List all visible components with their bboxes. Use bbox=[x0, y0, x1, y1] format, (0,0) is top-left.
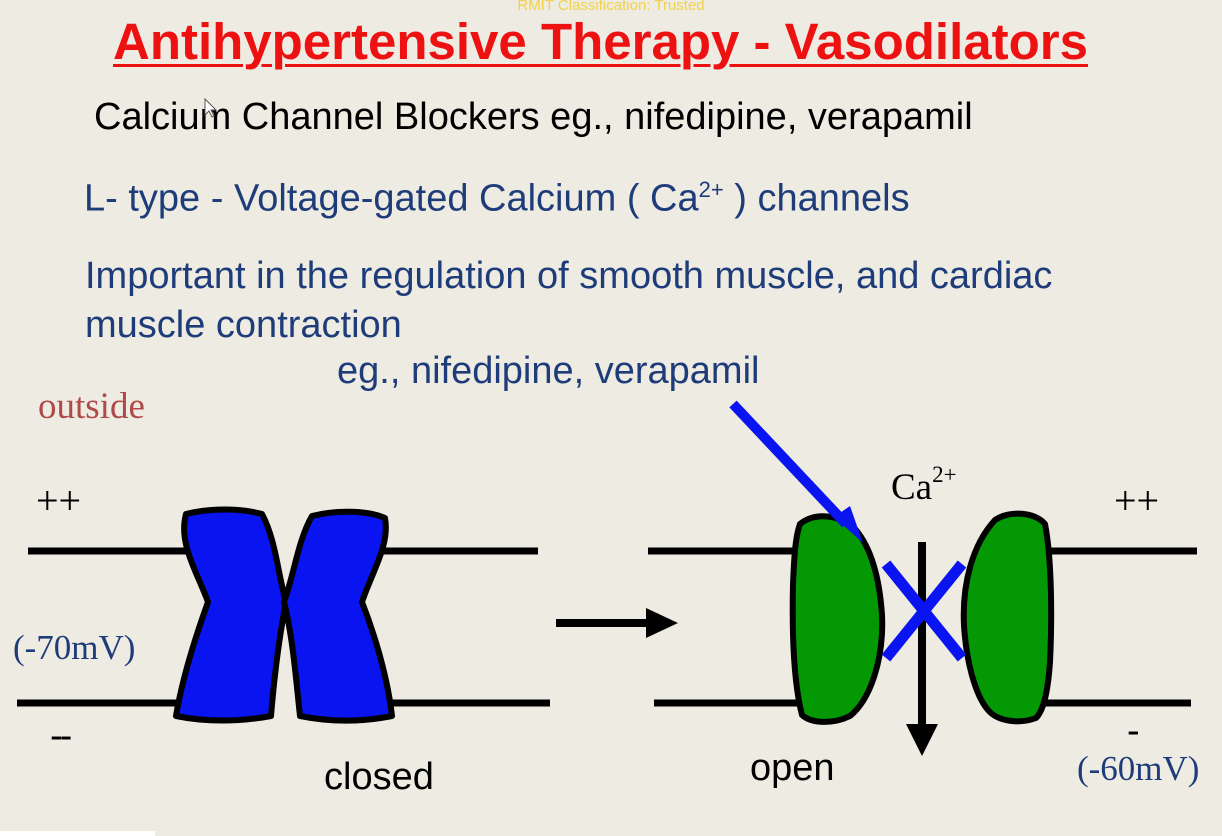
open-channel-left-subunit bbox=[789, 513, 886, 725]
negative-charge-left: -- bbox=[50, 715, 72, 757]
slide-title: Antihypertensive Therapy - Vasodilators bbox=[113, 13, 1088, 70]
bottom-edge-strip bbox=[0, 831, 155, 836]
calcium-ion-label: Ca2+ bbox=[891, 462, 957, 509]
drug-arrow-head bbox=[834, 506, 863, 543]
outside-label: outside bbox=[38, 386, 145, 427]
closed-channel-right-subunit bbox=[281, 508, 395, 724]
importance-text: Important in the regulation of smooth mu… bbox=[85, 252, 1052, 350]
drug-arrow-shaft bbox=[729, 400, 850, 528]
voltage-closed-label: (-70mV) bbox=[13, 628, 136, 667]
negative-charge-right: - bbox=[1127, 710, 1140, 752]
calcium-flow-arrow-head bbox=[906, 724, 938, 756]
classification-label: RMIT Classification: Trusted bbox=[517, 0, 705, 14]
importance-line-2: muscle contraction bbox=[85, 304, 402, 346]
open-channel-right-subunit bbox=[960, 510, 1055, 725]
l-type-prefix: L- type - Voltage-gated Calcium ( Ca bbox=[84, 177, 699, 220]
drug-examples-label: eg., nifedipine, verapamil bbox=[337, 350, 760, 392]
importance-line-1: Important in the regulation of smooth mu… bbox=[85, 255, 1053, 297]
voltage-open-label: (-60mV) bbox=[1077, 749, 1200, 788]
open-state-label: open bbox=[750, 747, 835, 789]
positive-charge-right: ++ bbox=[1114, 478, 1160, 523]
subtitle: Calcium Channel Blockers eg., nifedipine… bbox=[94, 96, 973, 138]
positive-charge-left: ++ bbox=[36, 478, 82, 523]
block-x-stroke-2 bbox=[881, 560, 967, 662]
l-type-channels-text: L- type - Voltage-gated Calcium ( Ca2+ )… bbox=[84, 177, 910, 221]
closed-state-label: closed bbox=[324, 756, 434, 798]
l-type-charge: 2+ bbox=[698, 177, 724, 202]
ion-symbol: Ca bbox=[891, 467, 933, 508]
l-type-suffix: ) channels bbox=[723, 177, 910, 220]
closed-channel-left-subunit bbox=[173, 506, 289, 724]
transition-arrow-head bbox=[646, 608, 678, 638]
text-cursor-icon bbox=[204, 98, 217, 118]
ion-charge: 2+ bbox=[932, 462, 957, 487]
